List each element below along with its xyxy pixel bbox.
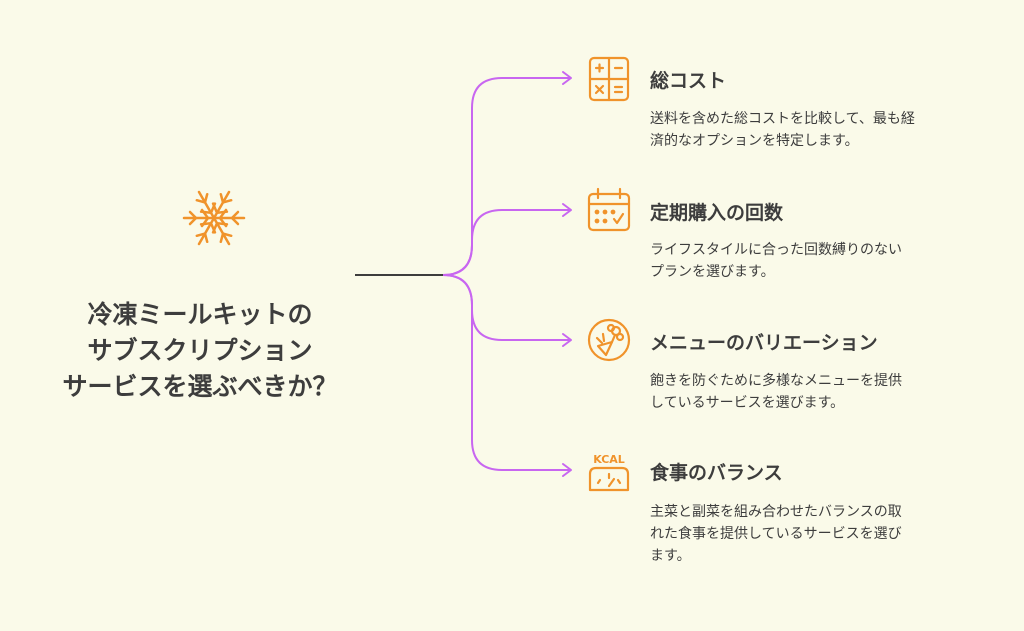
- branch-title-subscription-count: 定期購入の回数: [650, 202, 784, 224]
- desc-line: 飽きを防ぐために多様なメニューを提供: [650, 373, 902, 389]
- calculator-icon: [588, 56, 630, 102]
- branch-title-total-cost: 総コスト: [650, 70, 727, 92]
- vegetables-icon: [587, 318, 631, 362]
- desc-line: しているサービスを選びます。: [650, 395, 845, 411]
- desc-line: ライフスタイルに合った回数縛りのない: [650, 242, 902, 258]
- question-line: 冷凍ミールキットの: [87, 300, 313, 329]
- branch-title-meal-balance: 食事のバランス: [650, 462, 783, 484]
- kcal-label: KCAL: [593, 453, 625, 466]
- branch-desc-meal-balance: 主菜と副菜を組み合わせたバランスの取 れた食事を提供しているサービスを選び ます…: [650, 501, 1005, 567]
- branch-desc-total-cost: 送料を含めた総コストを比較して、最も経 済的なオプションを特定します。: [650, 108, 1005, 152]
- main-question: 冷凍ミールキットの サブスクリプション サービスを選ぶべきか？: [0, 297, 400, 405]
- connector-1: [442, 77, 570, 276]
- connector-2: [442, 209, 570, 276]
- desc-line: ます。: [650, 548, 691, 564]
- desc-line: れた食事を提供しているサービスを選び: [650, 526, 902, 542]
- snowflake-icon: [182, 190, 246, 246]
- question-line: サブスクリプション: [87, 336, 313, 365]
- connector-3: [442, 274, 570, 341]
- desc-line: 送料を含めた総コストを比較して、最も経: [650, 111, 915, 127]
- arrowhead-1: [562, 71, 572, 85]
- branch-desc-menu-variety: 飽きを防ぐために多様なメニューを提供 しているサービスを選びます。: [650, 370, 1005, 414]
- question-line: サービスを選ぶべきか？: [62, 372, 338, 401]
- desc-line: 済的なオプションを特定します。: [650, 133, 859, 149]
- arrowhead-3: [562, 333, 572, 347]
- desc-line: 主菜と副菜を組み合わせたバランスの取: [650, 504, 902, 520]
- branch-title-menu-variety: メニューのバリエーション: [650, 332, 878, 354]
- kcal-scale-icon: [588, 466, 630, 492]
- arrowhead-4: [562, 463, 572, 477]
- desc-line: プランを選びます。: [650, 264, 775, 280]
- calendar-icon: [587, 187, 631, 232]
- branch-desc-subscription-count: ライフスタイルに合った回数縛りのない プランを選びます。: [650, 239, 1005, 283]
- connector-4: [442, 274, 570, 471]
- arrowhead-2: [562, 203, 572, 217]
